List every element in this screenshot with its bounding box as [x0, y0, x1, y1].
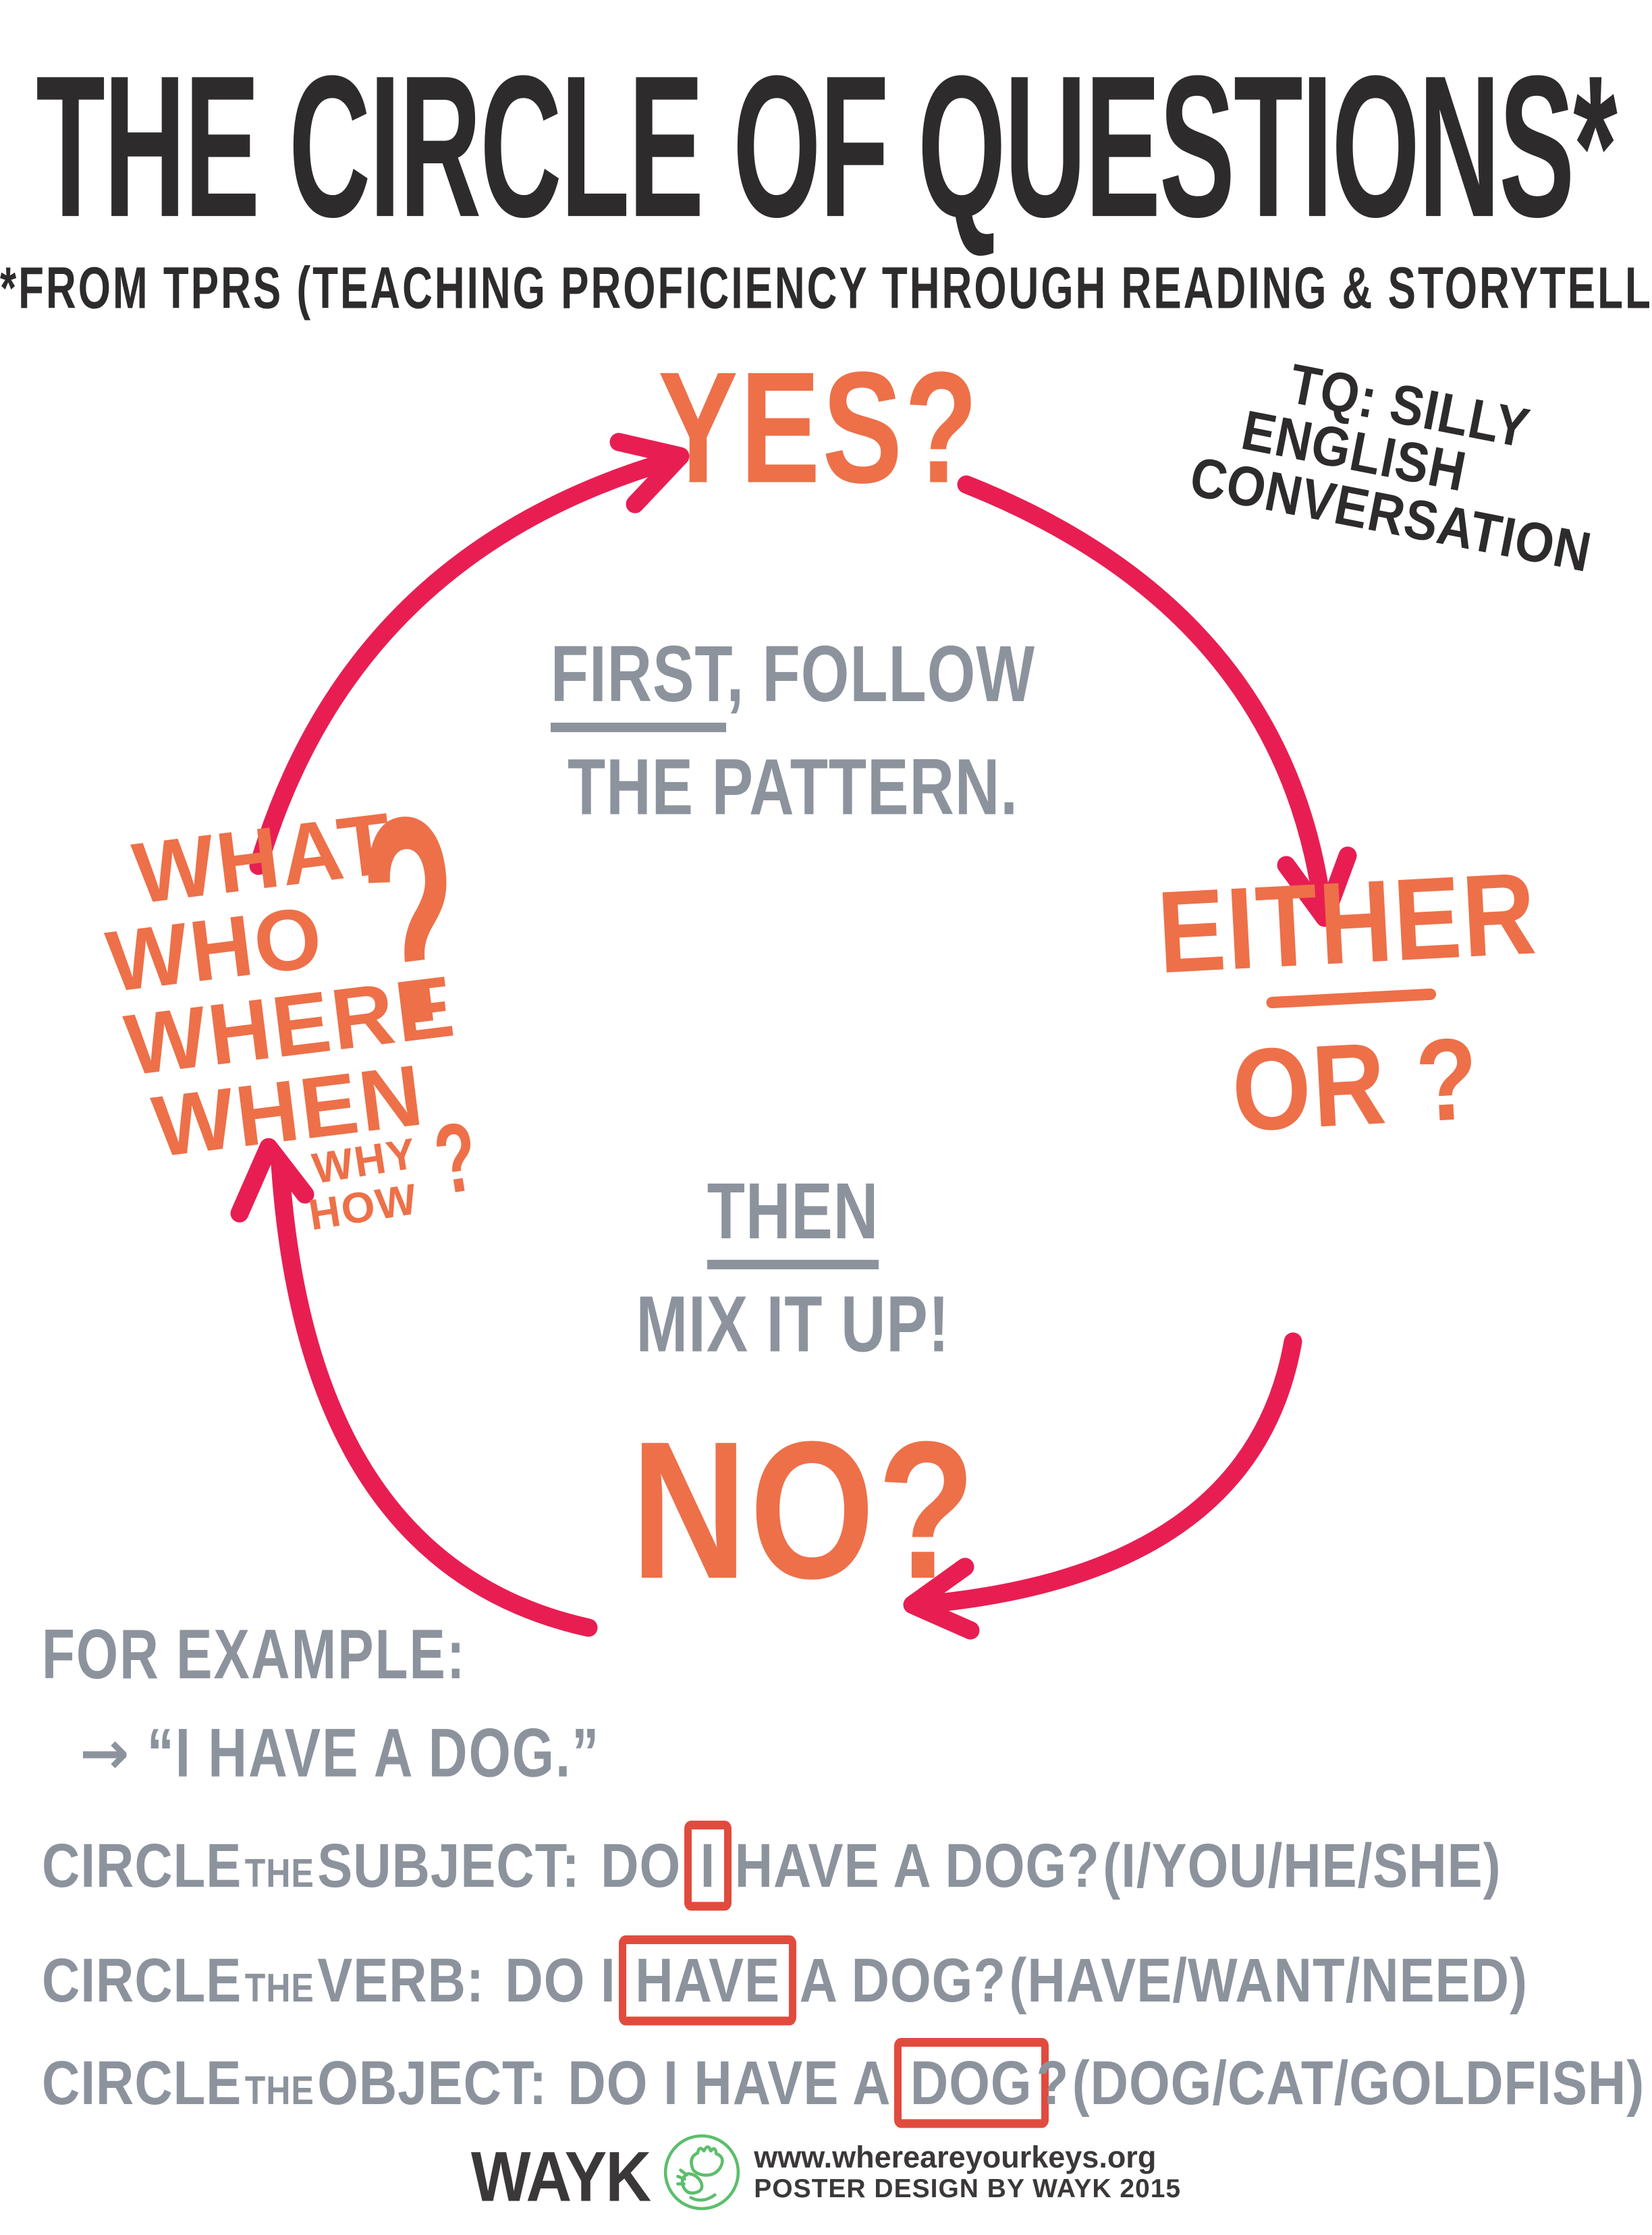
cycle-node-no: NO?: [631, 1398, 978, 1620]
footer-brand: WAYK: [470, 2136, 651, 2216]
line3-post: ?: [1036, 2047, 1070, 2118]
right-arrow-icon: →: [80, 1718, 130, 1788]
line2-boxed-word: HAVE: [619, 1935, 797, 2026]
line2-options: (HAVE/WANT/NEED): [1009, 1945, 1528, 2015]
cycle-node-yes-label: YES?: [658, 338, 980, 516]
note-tq-silly-english-conversation: TQ: SILLY ENGLISH CONVERSATION: [1185, 337, 1617, 584]
cycle-node-yes: YES?: [658, 336, 980, 516]
page-title: THE CIRCLE OF QUESTIONS*: [0, 31, 1652, 260]
page-subtitle-text: *FROM TPRS (TEACHING PROFICIENCY THROUGH…: [0, 256, 1652, 321]
line1-slot: SUBJECT:: [317, 1830, 580, 1900]
example-line-subject: CIRCLE THE SUBJECT: DO I HAVE A DOG? (I/…: [42, 1821, 1502, 1911]
instruction-first-line2: THE PATTERN.: [568, 743, 1018, 831]
page-subtitle: *FROM TPRS (TEACHING PROFICIENCY THROUGH…: [0, 255, 1652, 321]
footer-credits: www.whereareyourkeys.org POSTER DESIGN B…: [754, 2140, 1181, 2205]
line2-post: A DOG?: [799, 1945, 1006, 2015]
example-heading: FOR EXAMPLE:: [42, 1615, 466, 1693]
cycle-node-either-or: EITHER OR ?: [1122, 844, 1581, 1156]
cycle-node-wh-questions: WHAT WHO WHERE WHEN ?: [92, 750, 480, 1176]
instruction-then-line2: MIX IT UP!: [636, 1280, 950, 1369]
example-line-verb: CIRCLE THE VERB: DO I HAVE A DOG? (HAVE/…: [42, 1935, 1528, 2026]
line2-pre: DO I: [505, 1945, 616, 2015]
first-rest: , FOLLOW: [726, 630, 1036, 719]
line1-pre: DO: [601, 1830, 682, 1900]
then-underlined: THEN: [707, 1167, 879, 1269]
or-label: OR ?: [1228, 1012, 1483, 1156]
line1-the: THE: [244, 1850, 314, 1896]
instruction-then-line1: THEN: [636, 1155, 950, 1269]
footer: WAYK www.whereareyourkeys.org POSTER DES…: [0, 2131, 1652, 2216]
line1-boxed-word: I: [684, 1821, 732, 1911]
footer-credit: POSTER DESIGN BY WAYK 2015: [754, 2174, 1182, 2204]
line3-options: (DOG/CAT/GOLDFISH): [1072, 2047, 1645, 2118]
line2-circle: CIRCLE: [42, 1945, 242, 2015]
either-label: EITHER: [1154, 847, 1541, 998]
page-title-text: THE CIRCLE OF QUESTIONS*: [36, 33, 1617, 260]
line3-circle: CIRCLE: [42, 2047, 242, 2118]
cycle-node-no-label: NO?: [631, 1401, 979, 1620]
line1-options: (I/YOU/HE/SHE): [1103, 1830, 1502, 1900]
instruction-first: FIRST, FOLLOW THE PATTERN.: [536, 618, 1049, 831]
line3-slot: OBJECT:: [317, 2047, 547, 2118]
example-sentence: “I HAVE A DOG.”: [146, 1714, 601, 1792]
line3-boxed-word: DOG: [893, 2038, 1049, 2128]
example-line-object: CIRCLE THE OBJECT: DO I HAVE A DOG? (DOG…: [42, 2038, 1645, 2128]
line1-post: HAVE A DOG?: [734, 1830, 1100, 1900]
line2-the: THE: [244, 1965, 314, 2010]
line2-slot: VERB:: [317, 1945, 485, 2015]
example-sentence-row: → “I HAVE A DOG.”: [80, 1714, 600, 1791]
wayk-hands-logo-icon: [664, 2134, 740, 2211]
line3-the: THE: [244, 2068, 314, 2113]
footer-url: www.whereareyourkeys.org: [754, 2139, 1157, 2174]
line3-pre: DO I HAVE A: [568, 2047, 891, 2118]
instruction-first-line1: FIRST, FOLLOW: [550, 618, 1036, 732]
line1-circle: CIRCLE: [42, 1830, 242, 1900]
first-underlined: FIRST: [550, 630, 727, 732]
cycle-node-why-how: WHY HOW ?: [299, 1101, 485, 1239]
small-question-mark-icon: ?: [427, 1101, 485, 1215]
instruction-then: THEN MIX IT UP!: [570, 1155, 1016, 1369]
